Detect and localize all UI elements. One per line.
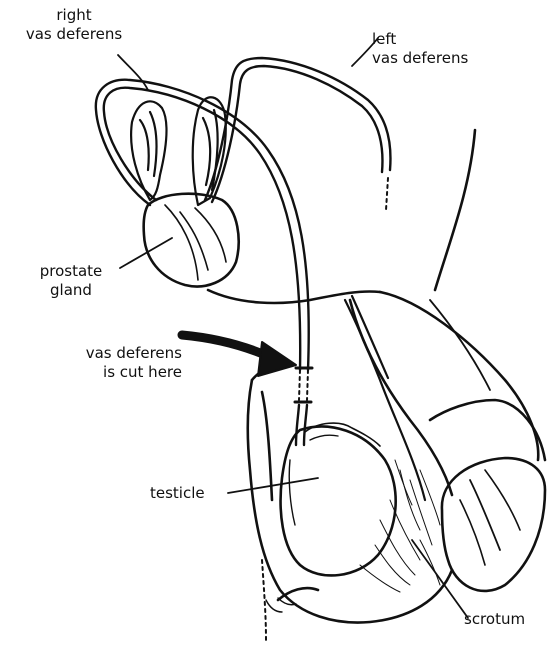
cut-marks (295, 368, 312, 402)
left-vas-label-line1: left (372, 30, 468, 49)
cut-label-line1: vas deferens (40, 344, 182, 363)
testicle-shape (281, 423, 396, 575)
left-vas-deferens (205, 58, 390, 210)
prostate-label-line1: prostate (26, 262, 116, 281)
cut-location-label: vas deferens is cut here (40, 344, 182, 382)
left-vas-label-line2: vas deferens (372, 49, 468, 68)
testicle-leader (228, 478, 318, 493)
testicle-label: testicle (150, 484, 205, 503)
cut-arrow (182, 335, 296, 376)
right-vas-leader (118, 55, 148, 90)
penis (208, 130, 545, 591)
leader-lines (118, 38, 468, 618)
scrotum-label: scrotum (464, 610, 525, 629)
cut-label-line2: is cut here (40, 363, 182, 382)
right-vas-deferens (96, 80, 309, 445)
prostate-gland-label: prostate gland (26, 262, 116, 300)
right-vas-deferens-label: right vas deferens (12, 6, 136, 44)
scrotum-shape (248, 362, 452, 623)
left-vas-deferens-lower (345, 296, 425, 500)
left-vas-deferens-label: left vas deferens (372, 30, 468, 68)
scrotum-texture (360, 460, 440, 592)
right-vas-label-line1: right (12, 6, 136, 25)
prostate-gland-shape (144, 194, 239, 287)
scrotum-label-text: scrotum (464, 610, 525, 629)
testicle-label-text: testicle (150, 484, 205, 503)
right-vas-label-line2: vas deferens (12, 25, 136, 44)
prostate-label-line2: gland (26, 281, 116, 300)
